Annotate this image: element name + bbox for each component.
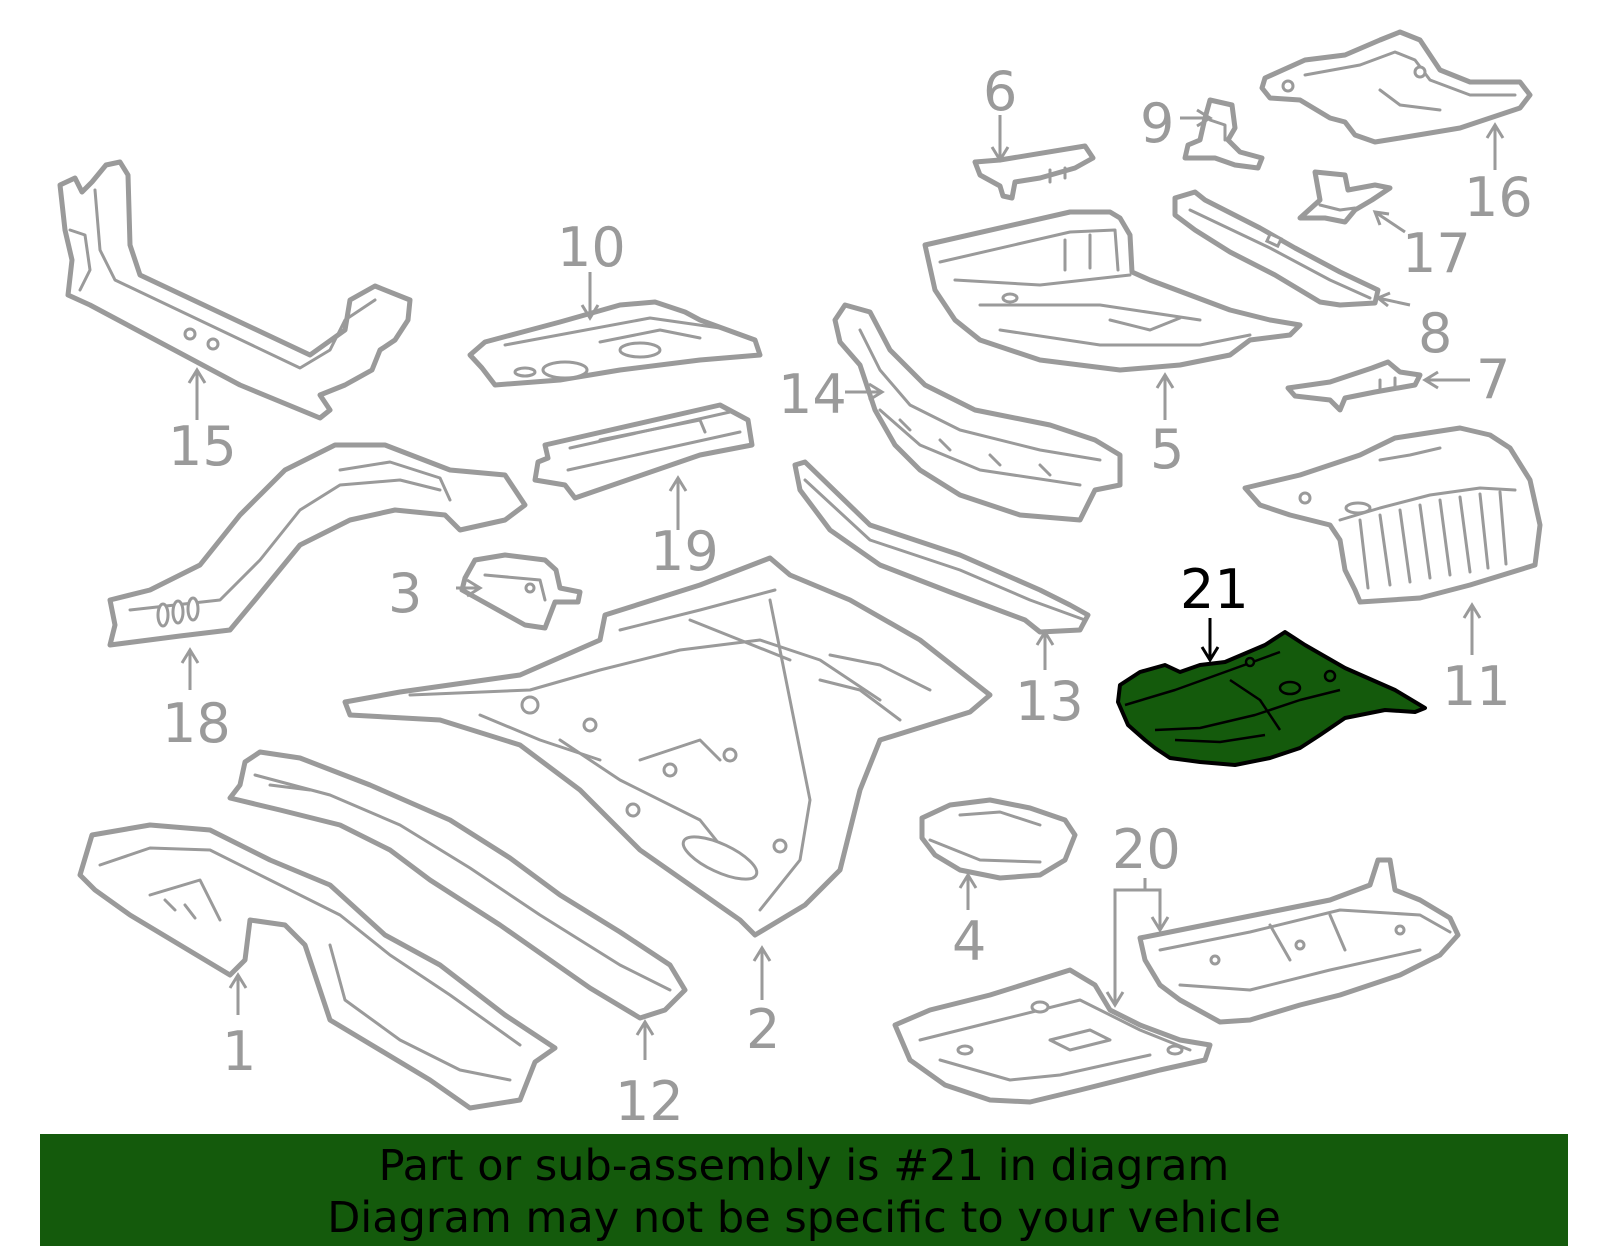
part-10[interactable] bbox=[467, 299, 763, 388]
part-2[interactable] bbox=[342, 555, 993, 938]
leader-lines bbox=[180, 108, 1505, 1060]
label-16: 16 bbox=[1464, 166, 1533, 229]
label-1: 1 bbox=[222, 1020, 256, 1083]
label-9: 9 bbox=[1140, 92, 1174, 155]
banner-line-1: Part or sub-assembly is #21 in diagram bbox=[378, 1141, 1230, 1191]
label-2: 2 bbox=[746, 998, 780, 1061]
part-18[interactable] bbox=[107, 442, 528, 648]
label-13: 13 bbox=[1015, 670, 1084, 733]
part-21[interactable] bbox=[1116, 630, 1427, 767]
label-18: 18 bbox=[162, 692, 231, 755]
label-20: 20 bbox=[1112, 818, 1181, 881]
label-10: 10 bbox=[557, 216, 626, 279]
label-12: 12 bbox=[615, 1070, 684, 1133]
part-1[interactable] bbox=[77, 822, 558, 1111]
label-21: 21 bbox=[1180, 558, 1249, 621]
part-5[interactable] bbox=[922, 209, 1303, 373]
part-20-left[interactable] bbox=[892, 967, 1213, 1105]
label-6: 6 bbox=[983, 60, 1017, 123]
part-7[interactable] bbox=[1285, 359, 1423, 413]
part-15[interactable] bbox=[57, 159, 413, 421]
label-17: 17 bbox=[1402, 222, 1471, 285]
part-16[interactable] bbox=[1259, 29, 1533, 145]
label-7: 7 bbox=[1476, 348, 1510, 411]
part-19[interactable] bbox=[532, 402, 755, 501]
label-11: 11 bbox=[1442, 655, 1511, 718]
label-14: 14 bbox=[778, 363, 847, 426]
banner-line-2: Diagram may not be specific to your vehi… bbox=[327, 1193, 1281, 1243]
part-11[interactable] bbox=[1242, 425, 1543, 605]
part-3[interactable] bbox=[459, 552, 583, 631]
part-20-right[interactable] bbox=[1137, 857, 1461, 1025]
part-12[interactable] bbox=[227, 749, 688, 1021]
part-9[interactable] bbox=[1182, 97, 1265, 171]
part-6[interactable] bbox=[972, 143, 1096, 201]
part-8[interactable] bbox=[1172, 189, 1381, 308]
part-17[interactable] bbox=[1297, 169, 1393, 225]
label-15: 15 bbox=[168, 415, 237, 478]
part-numbers: 1 2 3 4 5 6 7 8 9 10 11 12 13 14 15 16 1… bbox=[162, 60, 1533, 1133]
part-4[interactable] bbox=[919, 797, 1078, 881]
part-14[interactable] bbox=[832, 302, 1123, 523]
label-4: 4 bbox=[952, 910, 986, 973]
label-8: 8 bbox=[1418, 302, 1452, 365]
info-banner: Part or sub-assembly is #21 in diagram D… bbox=[40, 1134, 1568, 1246]
label-19: 19 bbox=[650, 520, 719, 583]
label-3: 3 bbox=[388, 562, 422, 625]
label-5: 5 bbox=[1150, 418, 1184, 481]
part-13[interactable] bbox=[792, 459, 1091, 635]
